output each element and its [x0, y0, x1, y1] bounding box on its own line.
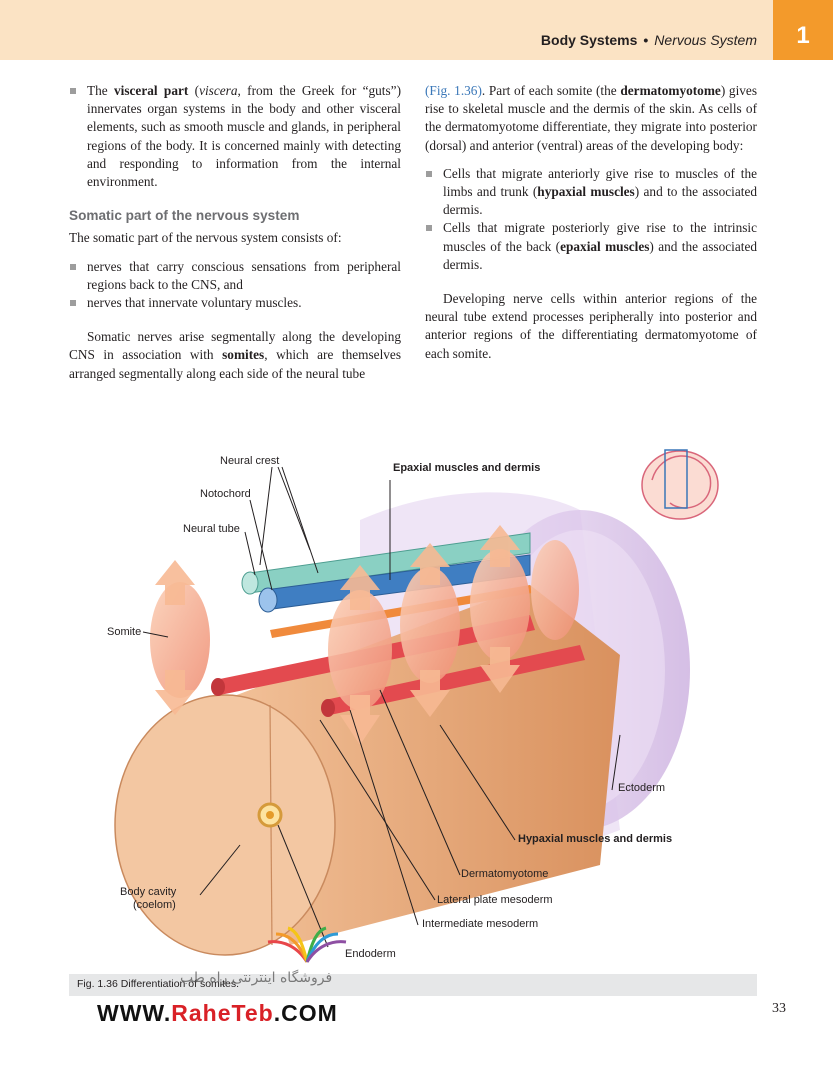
label-hypaxial: Hypaxial muscles and dermis	[518, 833, 673, 845]
running-header: Body Systems • Nervous System 1	[0, 0, 833, 60]
figure-reference-link[interactable]: (Fig. 1.36)	[425, 83, 482, 98]
somite-figure: Neural crest Notochord Neural tube Somit…	[60, 425, 773, 985]
visceral-term: visceral part	[114, 83, 189, 98]
left-column: The visceral part (viscera, from the Gre…	[69, 82, 401, 383]
header-subsection: Nervous System	[654, 32, 757, 48]
figure-caption: Fig. 1.36 Differentiation of somites.	[77, 978, 240, 990]
label-neural-crest: Neural crest	[220, 455, 280, 467]
visceral-intro: The	[87, 83, 115, 98]
para1-term: dermatomyotome	[620, 83, 721, 98]
nerve-cells-paragraph: Developing nerve cells within anterior r…	[425, 291, 757, 361]
embryo-inset	[641, 449, 719, 520]
watermark-url: WWW.RaheTeb.COM	[97, 1000, 338, 1027]
label-neural-tube: Neural tube	[183, 523, 240, 535]
leader-lines	[142, 466, 621, 948]
label-lateral-plate-mesoderm: Lateral plate mesoderm	[437, 894, 553, 906]
watermark-brand: RaheTeb	[171, 1000, 274, 1026]
hypaxial-after: ) and to the associated dermis.	[443, 184, 757, 218]
book-logo-icon	[267, 926, 347, 963]
para1-after: ) gives rise to skeletal muscle and the …	[425, 83, 758, 153]
somites-paragraph: Somatic nerves arise segmentally along t…	[69, 328, 401, 383]
hypaxial-before: Cells that migrate anteriorly give rise …	[443, 165, 757, 200]
epaxial-term: epaxial muscles	[560, 238, 650, 254]
label-coelom: (coelom)	[133, 899, 176, 911]
label-dermatomyotome: Dermatomyotome	[461, 868, 549, 880]
watermark-suffix: .COM	[273, 1000, 338, 1026]
watermark-prefix: WWW.	[97, 1000, 172, 1026]
label-epaxial: Epaxial muscles and dermis	[393, 462, 541, 474]
somatic-bullet-1: nerves that carry conscious sensations f…	[69, 258, 401, 294]
migration-arrows	[155, 525, 520, 745]
label-body-cavity: Body cavity	[120, 886, 177, 898]
label-ectoderm: Ectoderm	[618, 782, 666, 794]
hypaxial-term: hypaxial muscles	[537, 184, 635, 200]
label-notochord: Notochord	[200, 488, 251, 500]
epaxial-after: ) and the associated dermis.	[443, 238, 757, 272]
header-separator: •	[643, 32, 649, 48]
somites-term: somites	[222, 347, 265, 363]
para1-before: . Part of each somite (the	[481, 83, 621, 98]
epaxial-bullet: Cells that migrate posteriorly give rise…	[425, 219, 757, 274]
label-somite: Somite	[107, 626, 142, 638]
somites-after: , which are themselves arranged segmenta…	[69, 347, 402, 381]
somatic-bullet-2: nerves that innervate voluntary muscles.	[69, 294, 401, 312]
epaxial-before: Cells that migrate posteriorly give rise…	[443, 220, 757, 254]
somites-before: Somatic nerves arise segmentally along t…	[69, 329, 401, 363]
figure-caption-bar: Fig. 1.36 Differentiation of somites.	[69, 974, 757, 996]
visceral-latin: viscera	[199, 83, 238, 98]
somatic-intro: The somatic part of the nervous system c…	[69, 230, 342, 246]
dermatomyotome-paragraph: (Fig. 1.36). Part of each somite (the de…	[425, 82, 757, 155]
header-section: Body Systems	[540, 32, 638, 48]
chapter-tab: 1	[773, 0, 833, 60]
page-number: 33	[772, 1001, 786, 1016]
somites	[150, 540, 579, 710]
visceral-bullet: The visceral part (viscera, from the Gre…	[69, 82, 401, 191]
visceral-paren: (	[188, 83, 200, 98]
right-column: (Fig. 1.36). Part of each somite (the de…	[425, 82, 757, 363]
visceral-rest: , from the Greek for “guts”) innervates …	[87, 83, 401, 190]
label-intermediate-mesoderm: Intermediate mesoderm	[422, 918, 539, 930]
label-endoderm: Endoderm	[345, 948, 396, 960]
header-title: Body Systems • Nervous System	[541, 32, 757, 48]
hypaxial-bullet: Cells that migrate anteriorly give rise …	[425, 165, 757, 220]
embryo-cross-section-illustration	[114, 449, 719, 956]
somatic-heading: Somatic part of the nervous system	[69, 208, 300, 224]
watermark-persian: فروشگاه اینترنتی راه طب	[180, 970, 333, 986]
